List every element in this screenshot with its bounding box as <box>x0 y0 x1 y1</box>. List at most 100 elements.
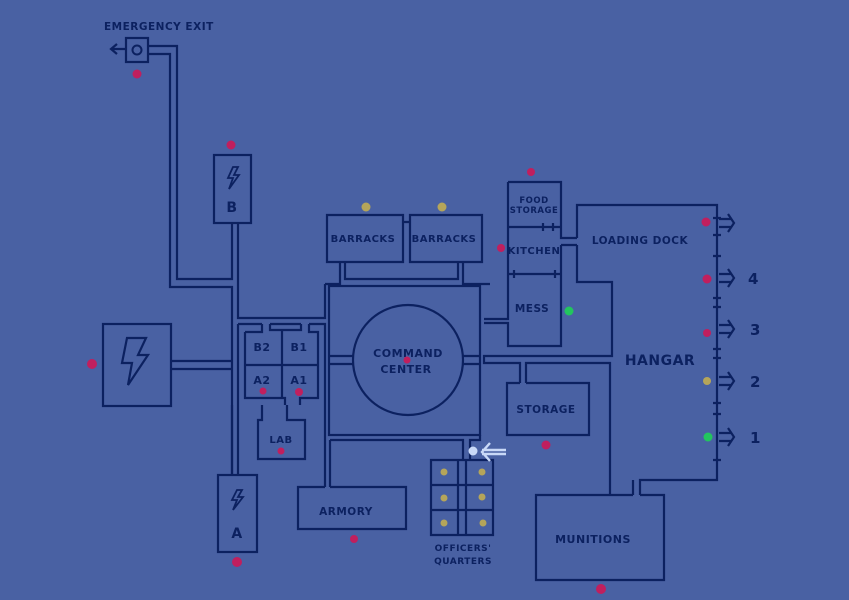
officers-corridor <box>330 435 482 460</box>
mess-label: MESS <box>515 303 549 315</box>
you-are-here-dot <box>468 446 478 456</box>
room-a1-label: A1 <box>290 374 307 387</box>
command-center-label-2: CENTER <box>380 363 431 376</box>
status-dot-officers-4[interactable] <box>478 493 486 501</box>
status-indicators <box>87 69 713 594</box>
storage[interactable]: STORAGE <box>505 381 591 437</box>
bay-4[interactable]: 4 <box>719 268 759 288</box>
bay-3[interactable]: 3 <box>719 319 761 339</box>
hangar-walls <box>482 203 719 495</box>
barracks-2-label: BARRACKS <box>412 234 477 245</box>
status-dot-emergency-exit[interactable] <box>132 69 142 79</box>
loading-dock-label: LOADING DOCK <box>592 235 689 247</box>
lab-label: LAB <box>269 435 292 446</box>
command-center-label-1: COMMAND <box>373 347 443 360</box>
status-dot-a2[interactable] <box>259 387 267 395</box>
exit-door-icon <box>131 44 143 56</box>
command-center[interactable]: COMMAND CENTER <box>327 284 482 437</box>
status-dot-storage[interactable] <box>541 440 551 450</box>
status-dot-main-generator[interactable] <box>87 359 97 369</box>
armory-corridor <box>323 405 332 487</box>
bay-arrow-icon <box>719 371 736 391</box>
emergency-exit-label: EMERGENCY EXIT <box>104 21 214 33</box>
bay-4-label: 4 <box>748 270 759 288</box>
generator-a-label: A <box>231 526 242 542</box>
galley-dividers <box>508 223 561 278</box>
hangar-complex[interactable]: LOADING DOCK HANGAR 4 3 2 1 <box>482 203 761 495</box>
main-gen-corridor <box>171 359 232 371</box>
reactor-block: B2 B1 A2 A1 <box>236 322 327 405</box>
armory[interactable]: ARMORY <box>296 485 408 531</box>
status-dot-food-storage[interactable] <box>527 168 535 176</box>
food-storage-label-2: STORAGE <box>510 206 559 216</box>
exit-corridor-outer <box>148 44 234 281</box>
status-dot-bay-3[interactable] <box>703 329 711 337</box>
gen-b-corridor <box>236 223 327 320</box>
galley[interactable]: FOOD STORAGE KITCHEN MESS <box>484 180 577 348</box>
status-dot-munitions[interactable] <box>596 584 606 594</box>
bay-arrow-icon <box>719 427 736 447</box>
command-center-room <box>327 284 482 437</box>
command-center-doors <box>329 354 480 366</box>
barracks[interactable]: BARRACKS BARRACKS <box>325 213 484 264</box>
munitions-room <box>534 493 666 582</box>
status-dot-barracks-2[interactable] <box>437 202 447 212</box>
munitions-label: MUNITIONS <box>555 533 631 546</box>
galley-walls <box>484 180 577 348</box>
status-dot-officers-5[interactable] <box>440 519 448 527</box>
officers-quarters-label-1: OFFICERS' <box>435 544 492 554</box>
generator-b-room <box>212 153 253 225</box>
bay-arrow-icon <box>719 268 736 288</box>
bay-1-label: 1 <box>750 429 761 447</box>
kitchen-label: KITCHEN <box>508 246 561 257</box>
status-dot-bay-4[interactable] <box>702 274 712 284</box>
status-dot-bay-1[interactable] <box>703 432 713 442</box>
room-b1-label: B1 <box>290 341 307 354</box>
reactor-dividers <box>245 330 318 398</box>
arrow-left-icon <box>480 442 506 462</box>
bay-2-label: 2 <box>750 373 761 391</box>
room-a2-label: A2 <box>253 374 270 387</box>
reactor-outer <box>236 322 327 405</box>
main-generator[interactable] <box>101 322 173 408</box>
generator-b[interactable]: B <box>212 153 253 225</box>
officers-quarters[interactable]: OFFICERS' QUARTERS <box>429 458 495 567</box>
lab-room <box>256 405 307 461</box>
barracks-corridor <box>325 262 490 286</box>
bay-arrow-icon <box>719 319 736 339</box>
exit-arrow-icon <box>109 43 126 55</box>
status-dot-barracks-1[interactable] <box>361 202 371 212</box>
emergency-exit[interactable]: EMERGENCY EXIT <box>104 21 214 64</box>
status-dot-loading-dock-gate[interactable] <box>701 217 711 227</box>
reactor-inner <box>243 324 320 405</box>
emergency-exit-door <box>124 36 150 64</box>
generator-b-label: B <box>226 200 237 216</box>
status-dot-armory[interactable] <box>350 535 358 543</box>
you-are-here-marker <box>468 442 506 462</box>
barracks-1-label: BARRACKS <box>331 234 396 245</box>
status-dot-officers-3[interactable] <box>440 494 448 502</box>
status-dot-a1[interactable] <box>295 388 303 396</box>
munitions[interactable]: MUNITIONS <box>534 493 666 582</box>
gate-arrow-icon <box>719 213 736 233</box>
status-dot-lab[interactable] <box>277 447 285 455</box>
status-dot-generator-a[interactable] <box>232 557 242 567</box>
lightning-icon <box>226 166 241 190</box>
status-dot-officers-1[interactable] <box>440 468 448 476</box>
food-storage-label-1: FOOD <box>519 196 548 206</box>
status-dot-bay-2[interactable] <box>703 377 711 385</box>
lightning-icon <box>230 489 245 511</box>
armory-room <box>296 485 408 531</box>
status-dot-kitchen[interactable] <box>497 244 505 252</box>
bay-2[interactable]: 2 <box>719 371 761 391</box>
status-dot-officers-6[interactable] <box>479 519 487 527</box>
status-dot-generator-b[interactable] <box>226 140 236 150</box>
status-dot-officers-2[interactable] <box>478 468 486 476</box>
status-dot-command-center[interactable] <box>403 356 411 364</box>
status-dot-mess[interactable] <box>564 306 574 316</box>
hangar-label: HANGAR <box>625 353 695 369</box>
generator-a[interactable]: A <box>216 473 259 554</box>
bay-1[interactable]: 1 <box>719 427 761 447</box>
bay-3-label: 3 <box>750 321 761 339</box>
